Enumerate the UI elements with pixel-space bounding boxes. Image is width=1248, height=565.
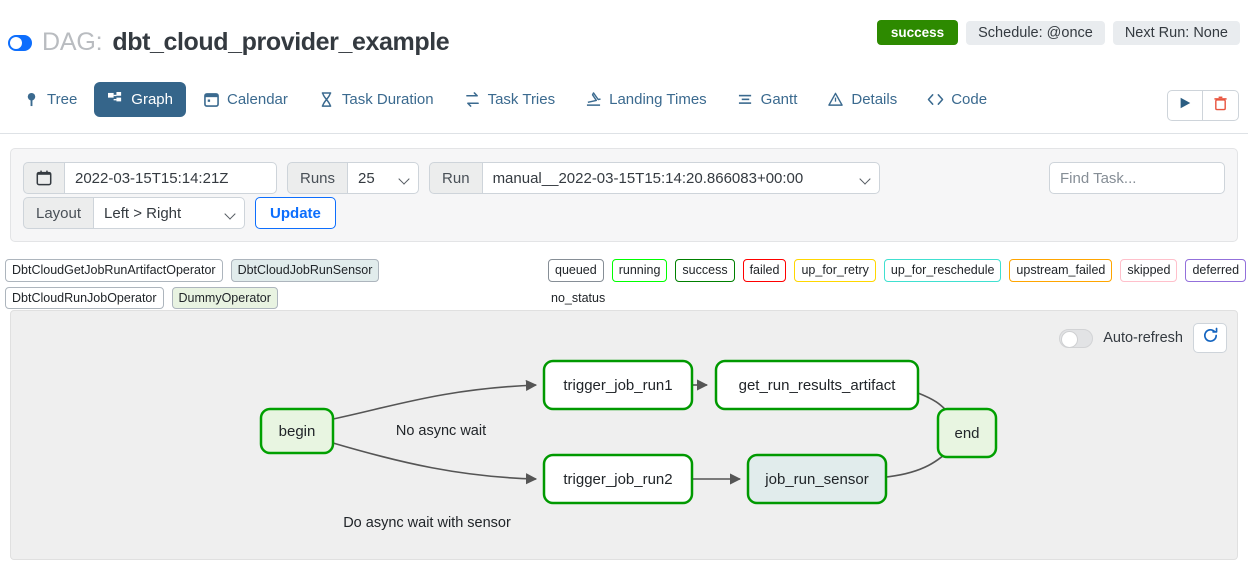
tab-label: Details [851, 91, 898, 108]
runs-label: Runs [287, 162, 348, 194]
tab-label: Gantt [760, 91, 798, 108]
legend-state-chip: up_for_retry [794, 259, 876, 282]
tab-task-duration[interactable]: Task Duration [305, 82, 447, 117]
tab-label: Task Duration [341, 91, 434, 108]
legend-operator-chip: DbtCloudRunJobOperator [5, 286, 164, 309]
tab-details[interactable]: Details [814, 82, 910, 117]
filter-panel: 2022-03-15T15:14:21Z Runs 25 Run manual_… [10, 148, 1238, 242]
layout-group: Layout Left > Right [23, 197, 246, 229]
state-legend: queued running success failed up_for_ret… [548, 259, 1248, 309]
graph-node-end[interactable]: end [936, 407, 998, 459]
layout-select[interactable]: Left > Right [93, 197, 246, 229]
legend-state-chip: skipped [1120, 259, 1178, 282]
tab-landing-times[interactable]: Landing Times [572, 82, 720, 117]
dag-name: dbt_cloud_provider_example [112, 28, 450, 56]
code-icon [927, 91, 944, 108]
warning-triangle-icon [827, 91, 844, 108]
run-label: Run [429, 162, 482, 194]
schedule-badge[interactable]: Schedule: @once [966, 20, 1105, 45]
gantt-icon [737, 91, 754, 108]
operator-legend: DbtCloudGetJobRunArtifactOperator DbtClo… [5, 259, 535, 309]
refresh-button[interactable] [1193, 323, 1227, 353]
tab-label: Graph [131, 91, 173, 108]
edge-label-no-async-wait: No async wait [396, 423, 486, 439]
graph-node-job-run-sensor[interactable]: job_run_sensor [746, 453, 888, 505]
filter-row-layout: Layout Left > Right Update [23, 197, 336, 229]
legend-state-chip: success [675, 259, 735, 282]
tab-label: Landing Times [609, 91, 707, 108]
tab-gantt[interactable]: Gantt [724, 82, 811, 117]
layout-label: Layout [23, 197, 94, 229]
graph-controls: Auto-refresh [1059, 323, 1227, 353]
legend-state-chip: no_status [551, 290, 606, 305]
legend-operator-chip: DbtCloudJobRunSensor [230, 259, 380, 282]
graph-icon [107, 91, 124, 108]
header-badges: success Schedule: @once Next Run: None [876, 20, 1240, 45]
legend-state-chip: queued [548, 259, 604, 282]
legend-state-chip: running [611, 259, 668, 282]
trigger-dag-button[interactable] [1167, 90, 1203, 121]
edge-begin-to-trigger-job-run2 [332, 442, 538, 485]
runs-select[interactable]: 25 [347, 162, 420, 194]
run-select[interactable]: manual__2022-03-15T15:14:20.866083+00:00 [481, 162, 880, 194]
filter-row-primary: 2022-03-15T15:14:21Z Runs 25 Run manual_… [23, 162, 880, 194]
node-label: trigger_job_run1 [563, 377, 672, 394]
legend-operator-chip: DbtCloudGetJobRunArtifactOperator [5, 259, 223, 282]
graph-node-begin[interactable]: begin [259, 407, 335, 455]
tab-list: Tree Graph Calendar Task Duration Task T [10, 82, 1000, 117]
trash-icon [1213, 96, 1228, 116]
tree-icon [23, 91, 40, 108]
retry-icon [464, 91, 481, 108]
legend-state-chip: deferred [1185, 259, 1247, 282]
base-date-group: 2022-03-15T15:14:21Z [23, 162, 277, 194]
node-label: end [954, 425, 979, 442]
node-label: job_run_sensor [764, 471, 868, 488]
legend-state-chip: upstream_failed [1009, 259, 1113, 282]
tab-calendar[interactable]: Calendar [190, 82, 301, 117]
node-label: begin [279, 423, 316, 440]
page-title: DAG: dbt_cloud_provider_example [8, 28, 450, 57]
calendar-icon[interactable] [23, 162, 64, 194]
tab-label: Task Tries [487, 91, 556, 108]
edge-label-do-async-wait-with-sensor: Do async wait with sensor [343, 515, 511, 531]
dag-label: DAG: [42, 28, 103, 56]
legend-operator-chip: DummyOperator [171, 286, 278, 309]
legend-state-chip: up_for_reschedule [883, 259, 1002, 282]
tab-label: Code [951, 91, 988, 108]
next-run-badge: Next Run: None [1112, 20, 1240, 45]
run-group: Run manual__2022-03-15T15:14:20.866083+0… [429, 162, 880, 194]
graph-canvas: Auto-refresh No async wait Do async wait… [10, 310, 1238, 560]
auto-refresh-label: Auto-refresh [1103, 330, 1183, 346]
edge-begin-to-trigger-job-run1 [332, 379, 538, 420]
dag-action-buttons [1167, 90, 1239, 121]
status-badge: success [876, 20, 959, 45]
node-label: get_run_results_artifact [739, 377, 897, 394]
landing-icon [585, 91, 602, 108]
auto-refresh-toggle[interactable] [1059, 328, 1094, 348]
graph-node-trigger-job-run1[interactable]: trigger_job_run1 [542, 359, 694, 411]
play-icon [1178, 96, 1192, 115]
tab-task-tries[interactable]: Task Tries [451, 82, 569, 117]
delete-dag-button[interactable] [1203, 90, 1239, 121]
dag-graph[interactable]: No async wait Do async wait with sensor … [11, 311, 1238, 560]
toggle-on-icon[interactable] [8, 34, 32, 51]
page-header: DAG: dbt_cloud_provider_example success … [0, 0, 1248, 70]
calendar-icon [203, 91, 220, 108]
node-label: trigger_job_run2 [563, 471, 672, 488]
tab-code[interactable]: Code [914, 82, 1000, 117]
update-button[interactable]: Update [255, 197, 336, 229]
tab-bar: Tree Graph Calendar Task Duration Task T [0, 78, 1248, 134]
runs-group: Runs 25 [287, 162, 420, 194]
legend-state-chip: failed [742, 259, 787, 282]
refresh-icon [1202, 327, 1219, 349]
tab-graph[interactable]: Graph [94, 82, 186, 117]
tab-label: Calendar [227, 91, 288, 108]
hourglass-icon [318, 91, 335, 108]
base-date-input[interactable]: 2022-03-15T15:14:21Z [64, 162, 277, 194]
find-task-input[interactable]: Find Task... [1049, 162, 1225, 194]
graph-node-trigger-job-run2[interactable]: trigger_job_run2 [542, 453, 694, 505]
graph-node-get-run-results-artifact[interactable]: get_run_results_artifact [714, 359, 920, 411]
tab-label: Tree [47, 91, 78, 108]
tab-tree[interactable]: Tree [10, 82, 90, 117]
